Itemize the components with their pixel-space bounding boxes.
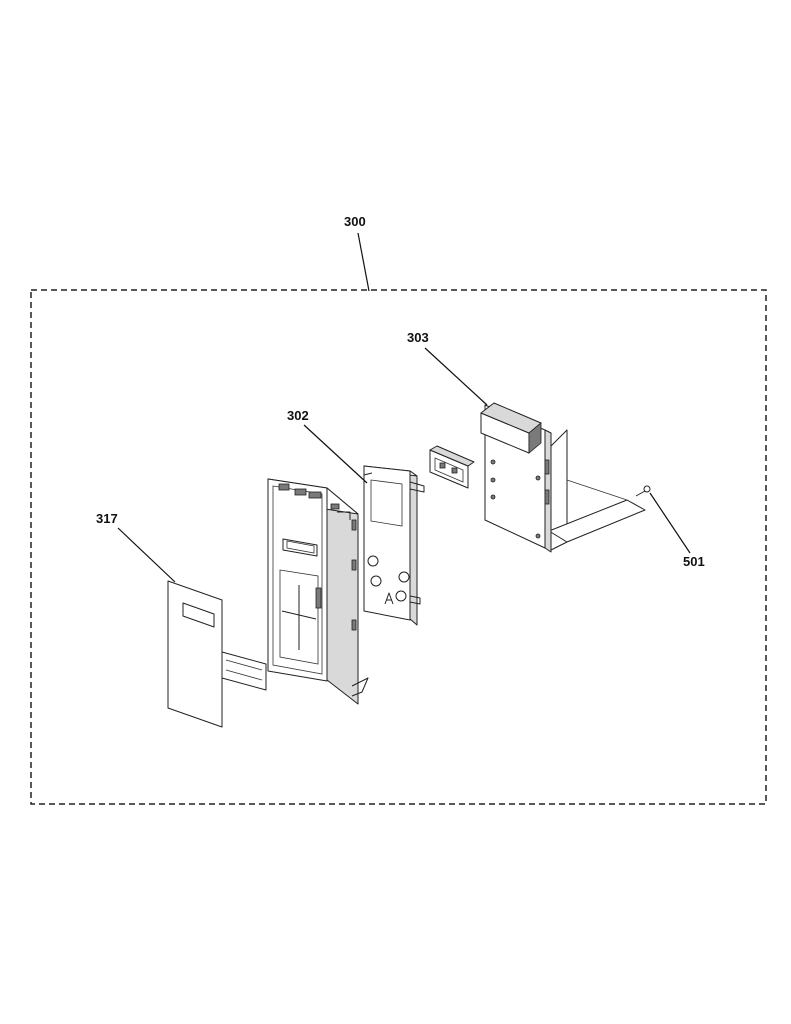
callout-501: 501 — [649, 492, 705, 569]
callout-501-leader — [649, 492, 691, 554]
callout-317-leader — [117, 527, 176, 583]
callout-300-label: 300 — [344, 214, 366, 229]
callout-317: 317 — [96, 511, 176, 583]
callout-300-leader — [357, 232, 370, 292]
callout-302-label: 302 — [287, 408, 309, 423]
callout-303-label: 303 — [407, 330, 429, 345]
callout-300: 300 — [344, 214, 370, 292]
part-front-control-panel — [267, 478, 369, 705]
callout-303: 303 — [407, 330, 488, 406]
callout-303-leader — [424, 347, 488, 406]
part-303-control-board — [480, 402, 646, 553]
part-display-bracket — [429, 445, 475, 489]
assembly-boundary — [30, 289, 767, 805]
part-317-keypad-membrane — [167, 580, 267, 728]
callout-501-label: 501 — [683, 554, 705, 569]
part-501-screw — [635, 485, 651, 497]
part-302-display-panel — [363, 465, 425, 626]
callout-302-leader — [303, 424, 368, 484]
callout-317-label: 317 — [96, 511, 118, 526]
callout-302: 302 — [287, 408, 368, 484]
